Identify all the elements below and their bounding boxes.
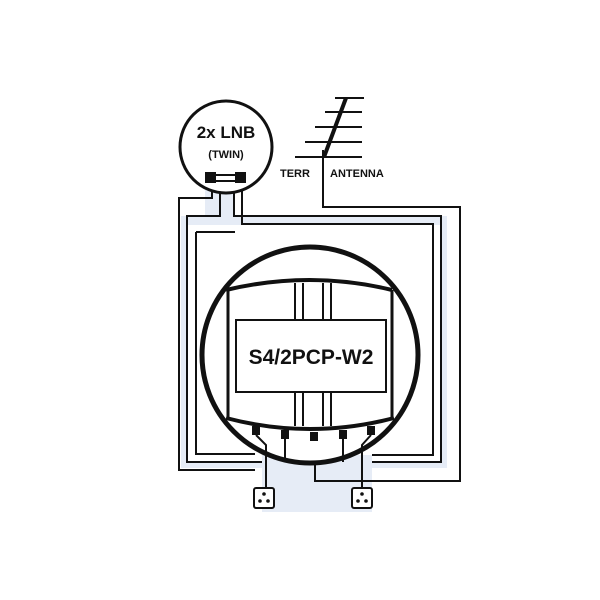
lnb-circle (178, 99, 274, 195)
lnb: 2x LNB (TWIN) (178, 99, 274, 195)
multiswitch: S4/2PCP-W2 (199, 244, 421, 466)
outlet-2 (351, 487, 373, 509)
antenna-label-right: ANTENNA (330, 168, 384, 180)
lnb-connector-left (205, 172, 216, 183)
lnb-subtitle: (TWIN) (208, 149, 244, 161)
outlet-1 (253, 487, 275, 509)
outlet-cables (255, 434, 372, 488)
antenna-label-left: TERR (280, 168, 310, 180)
outlet-2-box (351, 487, 373, 509)
lnb-connector-right (235, 172, 246, 183)
model-label: S4/2PCP-W2 (249, 346, 374, 369)
lnb-title: 2x LNB (197, 123, 256, 142)
model-label-box (235, 319, 387, 393)
terrestrial-antenna (295, 97, 364, 208)
cable-loops (178, 150, 461, 482)
outlet-1-box (253, 487, 275, 509)
